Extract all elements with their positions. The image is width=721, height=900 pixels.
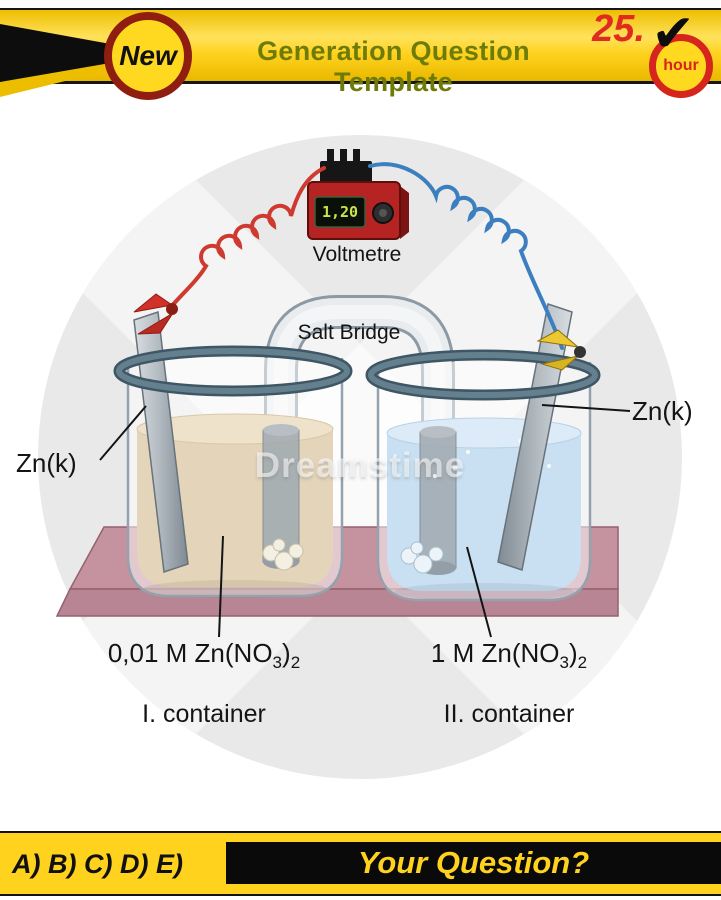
voltmeter-reading: 1,20 [321,203,359,221]
right-container-label: II. container [443,700,575,728]
precipitate-right [400,541,444,574]
clock-hour-label: hour [663,57,699,74]
left-container-label: I. container [142,700,266,728]
left-solution-label: 0,01 M Zn(NO3)2 [107,638,301,673]
check-icon: ✔ [651,5,695,63]
magnifier-icon: New [104,12,192,100]
voltmeter-display [314,196,366,228]
left-electrode-label: Zn(k) [16,448,77,478]
yellow-clip [536,329,586,371]
precipitate-left [262,538,304,571]
question-label: Your Question? [357,845,590,880]
salt-bridge [264,295,455,478]
right-electrode-label: Zn(k) [632,396,693,426]
right-beaker [365,303,601,602]
voltmeter-label: Voltmetre [312,243,402,266]
question-bar: Your Question? [226,842,721,884]
clock-icon: hour [649,34,713,98]
left-beaker [113,310,353,598]
time-value: 25. [592,8,645,50]
red-clip [133,293,178,335]
x-pattern [38,135,682,779]
left-zinc-electrode [133,310,189,574]
banner-title: Generation Question Template [257,36,530,97]
right-beaker-rim [365,349,601,401]
answer-options-label: A) B) C) D) E) [12,849,183,879]
left-beaker-rim [113,345,353,397]
watermark: Dreamstime [254,446,466,485]
new-badge: New [119,40,177,71]
salt-bridge-label: Salt Bridge [297,321,401,344]
left-solution-pointer [218,535,224,638]
right-solution-label: 1 M Zn(NO3)2 [430,638,588,673]
right-solution-pointer [466,546,492,638]
leader-lines [99,404,631,638]
left-electrode-pointer [99,405,147,461]
right-electrode-pointer [541,404,631,412]
red-wire [168,166,326,310]
magnifier-handle [0,24,116,97]
background-circle [38,135,682,779]
right-zinc-electrode [497,303,573,571]
blue-wire [368,162,564,350]
salt-bridge-tube-right [419,426,457,575]
voltmeter [307,149,409,240]
